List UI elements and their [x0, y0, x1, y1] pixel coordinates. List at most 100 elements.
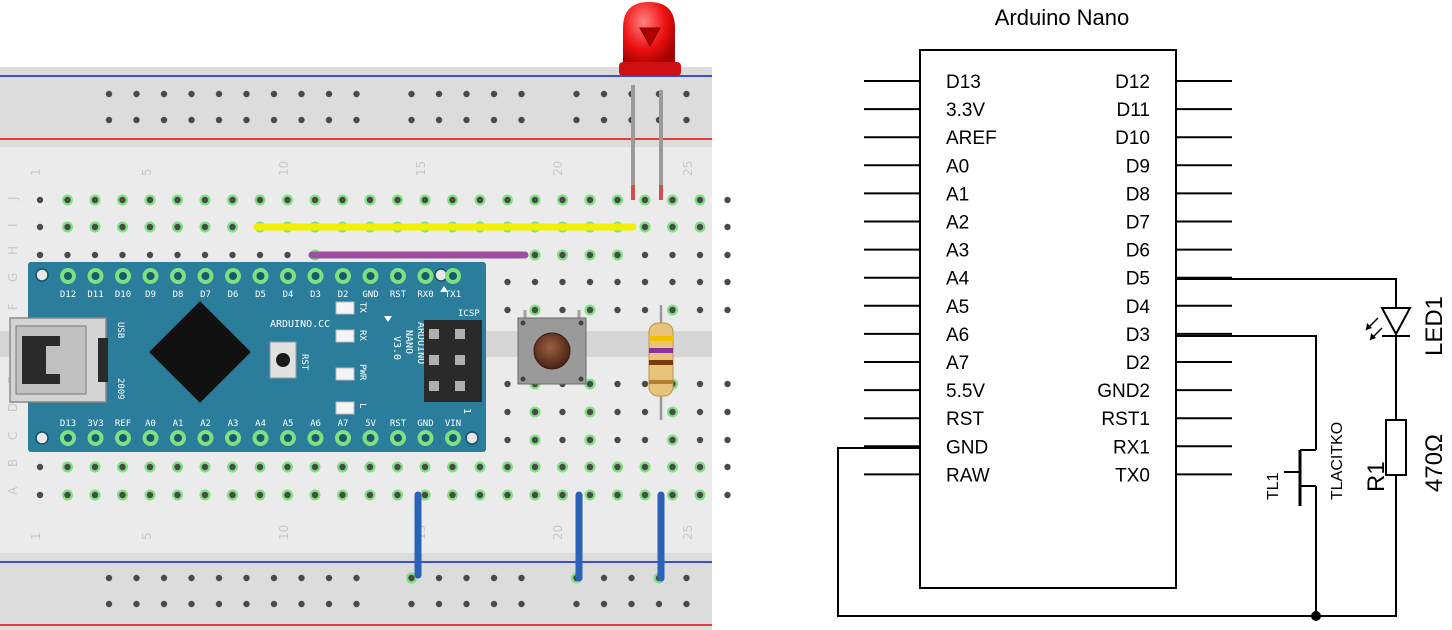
breadboard-hole[interactable]	[641, 278, 649, 286]
breadboard-hole[interactable]	[504, 196, 511, 204]
breadboard-hole[interactable]	[229, 251, 236, 259]
rail-hole[interactable]	[105, 90, 113, 98]
breadboard-hole[interactable]	[146, 491, 154, 499]
nano-pin-hole[interactable]	[311, 434, 320, 442]
breadboard-hole[interactable]	[669, 223, 676, 231]
nano-pin-hole[interactable]	[449, 272, 457, 280]
rail-hole[interactable]	[463, 116, 470, 124]
rail-hole[interactable]	[600, 574, 608, 582]
rail-hole[interactable]	[353, 574, 360, 582]
rail-hole[interactable]	[243, 116, 250, 124]
breadboard-hole[interactable]	[339, 196, 346, 204]
nano-pin-hole[interactable]	[119, 434, 127, 442]
breadboard-hole[interactable]	[559, 463, 566, 471]
rail-hole[interactable]	[655, 600, 663, 608]
breadboard-hole[interactable]	[559, 251, 566, 259]
breadboard-hole[interactable]	[229, 223, 236, 231]
breadboard-hole[interactable]	[696, 306, 704, 314]
nano-pin-hole[interactable]	[394, 272, 402, 280]
breadboard-hole[interactable]	[696, 251, 704, 259]
rail-hole[interactable]	[160, 116, 168, 124]
breadboard-hole[interactable]	[724, 306, 731, 314]
breadboard-hole[interactable]	[449, 196, 456, 204]
breadboard-hole[interactable]	[366, 463, 374, 471]
breadboard-hole[interactable]	[174, 251, 181, 259]
breadboard-hole[interactable]	[36, 223, 44, 231]
nano-pin-hole[interactable]	[339, 434, 347, 442]
rail-hole[interactable]	[683, 574, 690, 582]
rail-hole[interactable]	[408, 116, 415, 124]
breadboard-hole[interactable]	[669, 436, 676, 444]
breadboard-hole[interactable]	[669, 408, 676, 416]
breadboard-hole[interactable]	[201, 196, 209, 204]
nano-pin-hole[interactable]	[201, 434, 210, 442]
nano-pin-hole[interactable]	[91, 434, 100, 442]
breadboard-hole[interactable]	[641, 491, 649, 499]
breadboard-hole[interactable]	[614, 196, 621, 204]
breadboard-hole[interactable]	[641, 251, 649, 259]
breadboard-hole[interactable]	[696, 491, 704, 499]
breadboard-hole[interactable]	[394, 463, 401, 471]
breadboard-hole[interactable]	[201, 491, 209, 499]
breadboard-hole[interactable]	[531, 463, 539, 471]
rail-hole[interactable]	[270, 600, 278, 608]
breadboard-hole[interactable]	[229, 463, 236, 471]
nano-pin-hole[interactable]	[256, 272, 265, 280]
breadboard-hole[interactable]	[64, 491, 71, 499]
rail-hole[interactable]	[435, 90, 443, 98]
nano-pin-hole[interactable]	[366, 434, 375, 442]
breadboard-hole[interactable]	[559, 306, 566, 314]
rail-hole[interactable]	[325, 116, 333, 124]
breadboard-hole[interactable]	[586, 251, 594, 259]
nano-pin-hole[interactable]	[284, 434, 292, 442]
breadboard-hole[interactable]	[559, 436, 566, 444]
breadboard-hole[interactable]	[284, 491, 291, 499]
rail-hole[interactable]	[188, 90, 195, 98]
rail-hole[interactable]	[408, 600, 415, 608]
rail-hole[interactable]	[133, 90, 140, 98]
rail-hole[interactable]	[463, 600, 470, 608]
breadboard-hole[interactable]	[421, 463, 429, 471]
breadboard-hole[interactable]	[284, 463, 291, 471]
rail-hole[interactable]	[683, 600, 690, 608]
breadboard-hole[interactable]	[36, 251, 44, 259]
rail-hole[interactable]	[215, 116, 223, 124]
breadboard-hole[interactable]	[669, 251, 676, 259]
nano-pin-hole[interactable]	[64, 434, 72, 442]
rail-hole[interactable]	[105, 574, 113, 582]
rail-hole[interactable]	[215, 90, 223, 98]
breadboard-hole[interactable]	[311, 491, 319, 499]
breadboard-hole[interactable]	[641, 306, 649, 314]
breadboard-hole[interactable]	[641, 408, 649, 416]
breadboard-hole[interactable]	[504, 306, 511, 314]
nano-pin-hole[interactable]	[284, 272, 292, 280]
breadboard-hole[interactable]	[36, 463, 44, 471]
breadboard-hole[interactable]	[174, 491, 181, 499]
breadboard-hole[interactable]	[614, 306, 621, 314]
breadboard-hole[interactable]	[64, 196, 71, 204]
breadboard-hole[interactable]	[724, 223, 731, 231]
breadboard-hole[interactable]	[476, 491, 484, 499]
breadboard-hole[interactable]	[201, 251, 209, 259]
rail-hole[interactable]	[188, 116, 195, 124]
breadboard-hole[interactable]	[504, 491, 511, 499]
rail-hole[interactable]	[518, 116, 525, 124]
nano-pin-hole[interactable]	[256, 434, 265, 442]
rail-hole[interactable]	[683, 116, 690, 124]
breadboard-hole[interactable]	[614, 463, 621, 471]
nano-pin-hole[interactable]	[229, 434, 237, 442]
breadboard-hole[interactable]	[36, 491, 44, 499]
nano-pin-hole[interactable]	[339, 272, 347, 280]
breadboard-hole[interactable]	[614, 491, 621, 499]
breadboard-hole[interactable]	[36, 196, 44, 204]
rail-hole[interactable]	[325, 600, 333, 608]
breadboard-hole[interactable]	[339, 463, 346, 471]
breadboard-hole[interactable]	[586, 491, 594, 499]
breadboard-hole[interactable]	[146, 196, 154, 204]
breadboard-hole[interactable]	[119, 223, 126, 231]
breadboard-hole[interactable]	[421, 196, 429, 204]
rail-hole[interactable]	[490, 600, 498, 608]
nano-pin-hole[interactable]	[64, 272, 72, 280]
breadboard-hole[interactable]	[559, 491, 566, 499]
rail-hole[interactable]	[490, 574, 498, 582]
